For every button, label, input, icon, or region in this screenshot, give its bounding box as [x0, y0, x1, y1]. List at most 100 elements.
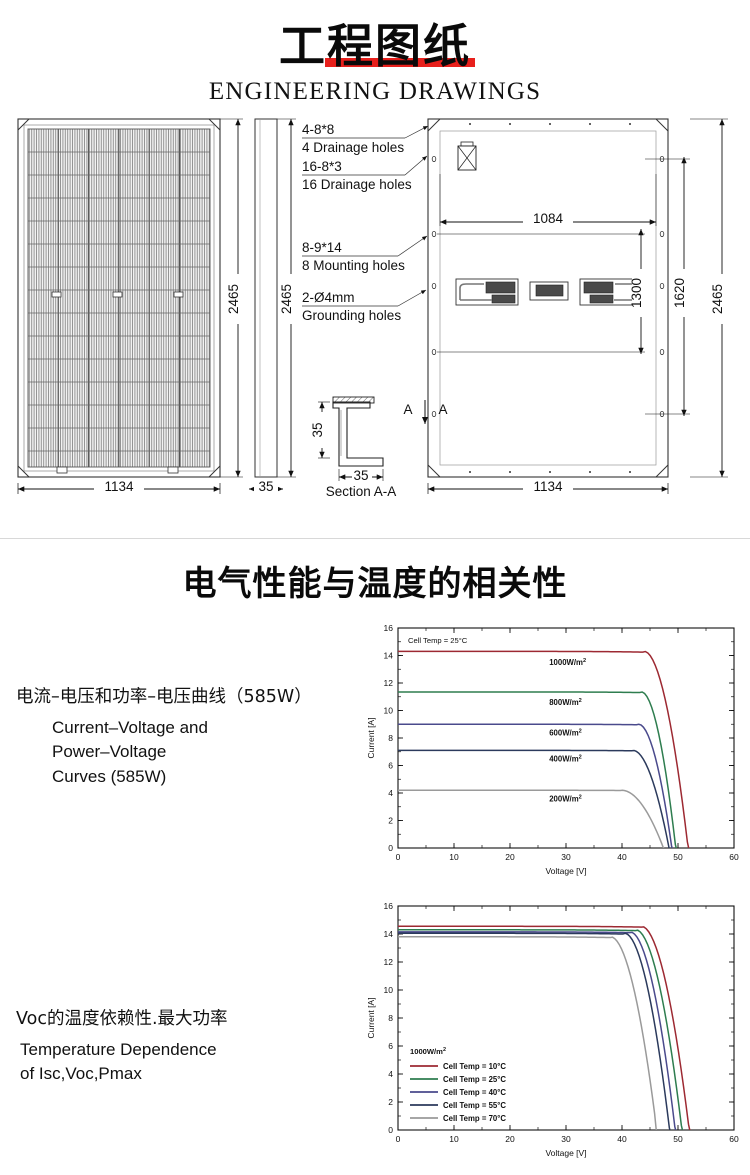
section2-title: 电气性能与温度的相关性 [182, 564, 568, 604]
annotation-code-3: 2-Ø4mm [302, 290, 355, 305]
page-header: 工程图纸 ENGINEERING DRAWINGS [0, 0, 750, 106]
dim-front-height: 2465 [220, 118, 247, 478]
chart-caption-2: Voc的温度依赖性.最大功率 Temperature Dependence of… [16, 1008, 356, 1087]
module-side-view [254, 118, 278, 478]
svg-text:30: 30 [561, 852, 571, 862]
svg-text:2: 2 [388, 816, 393, 826]
series-label-0: 1000W/m2 [549, 658, 586, 667]
plot-annotation: Cell Temp = 25°C [408, 636, 468, 645]
chart-caption-1: 电流–电压和功率–电压曲线（585W） Current–Voltage and … [16, 686, 356, 790]
annotation-drainage-4: 4-8*8 4 Drainage holes [302, 122, 429, 155]
svg-text:16: 16 [384, 901, 394, 911]
annotation-desc-2: 8 Mounting holes [302, 258, 405, 273]
module-front-view [17, 118, 221, 478]
axis-ticks [397, 627, 735, 849]
dim-side-thickness: 35 [249, 478, 283, 495]
chart-caption-2-cn: Voc的温度依赖性.最大功率 [16, 1009, 228, 1029]
dim-back-height: 2465 [690, 119, 731, 478]
dim-side-thickness-text: 35 [258, 479, 273, 494]
svg-text:0: 0 [388, 1125, 393, 1135]
legend-label-4: Cell Temp = 70°C [443, 1114, 506, 1123]
legend-label-1: Cell Temp = 25°C [443, 1075, 506, 1084]
svg-text:2: 2 [388, 1097, 393, 1107]
chart-caption-1-en: Current–Voltage and Power–Voltage Curves… [52, 717, 208, 786]
series-label-2: 600W/m2 [549, 728, 582, 737]
dim-mount-spacing: 1300 [437, 229, 650, 355]
curve-2 [398, 723, 673, 848]
page-title-cn: 工程图纸 [279, 22, 475, 70]
x-axis-label: Voltage [V] [545, 1148, 586, 1158]
dim-mount-outer: 1620 [645, 157, 693, 417]
series-label-3: 400W/m2 [549, 754, 582, 763]
svg-text:30: 30 [561, 1134, 571, 1144]
svg-text:20: 20 [505, 1134, 515, 1144]
dim-front-height-text: 2465 [226, 284, 241, 314]
module-back-view [427, 118, 669, 478]
svg-text:6: 6 [388, 761, 393, 771]
svg-text:20: 20 [505, 852, 515, 862]
svg-text:4: 4 [388, 788, 393, 798]
svg-text:50: 50 [673, 852, 683, 862]
plot-frame [397, 905, 735, 1131]
section-mark-a-right: A [438, 402, 447, 417]
dim-side-height: 2465 [277, 118, 300, 478]
svg-text:4: 4 [388, 1069, 393, 1079]
curve-4 [398, 936, 657, 1130]
svg-text:0: 0 [396, 1134, 401, 1144]
annotation-desc-3: Grounding holes [302, 308, 401, 323]
curve-1 [398, 929, 684, 1130]
svg-text:16: 16 [384, 623, 394, 633]
dim-back-height-text: 2465 [710, 284, 725, 314]
svg-text:14: 14 [384, 651, 394, 661]
annotation-code-2: 8-9*14 [302, 240, 342, 255]
dim-section-height-text: 35 [310, 423, 325, 438]
y-axis-label: Current [A] [366, 717, 376, 758]
annotation-desc-1: 16 Drainage holes [302, 177, 412, 192]
chart-block-iv-temperature: Voc的温度依赖性.最大功率 Temperature Dependence of… [0, 898, 750, 1172]
dim-front-width-text: 1134 [104, 479, 134, 494]
page-title-en: ENGINEERING DRAWINGS [208, 78, 542, 106]
chart-caption-1-cn: 电流–电压和功率–电压曲线（585W） [16, 687, 312, 707]
section-aa-detail: 35 35 Section A-A [310, 396, 396, 499]
dim-front-width: 1134 [17, 478, 221, 495]
dim-mount-outer-text: 1620 [672, 278, 687, 308]
annotation-code-0: 4-8*8 [302, 122, 334, 137]
svg-text:0: 0 [396, 852, 401, 862]
curves [398, 925, 691, 1130]
annotation-grounding: 2-Ø4mm Grounding holes [302, 289, 427, 323]
section-mark-a-left: A [403, 402, 412, 417]
legend-label-0: Cell Temp = 10°C [443, 1062, 506, 1071]
x-axis-label: Voltage [V] [545, 866, 586, 876]
svg-text:40: 40 [617, 852, 627, 862]
curve-0 [398, 650, 690, 848]
curves [398, 650, 690, 848]
svg-text:12: 12 [384, 678, 394, 688]
curve-2 [398, 931, 677, 1130]
annotation-drainage-16: 16-8*3 16 Drainage holes [302, 156, 428, 192]
curve-3 [398, 932, 671, 1130]
dim-back-width-text: 1134 [533, 479, 563, 494]
chart-caption-2-en: Temperature Dependence of Isc,Voc,Pmax [20, 1039, 217, 1084]
svg-text:50: 50 [673, 1134, 683, 1144]
legend-label-3: Cell Temp = 55°C [443, 1101, 506, 1110]
annotation-code-1: 16-8*3 [302, 159, 342, 174]
svg-text:6: 6 [388, 1041, 393, 1051]
nameplate-marker [457, 141, 477, 171]
plot-annotation: 1000W/m2 [410, 1047, 446, 1056]
series-label-4: 200W/m2 [549, 794, 582, 803]
legend-label-2: Cell Temp = 40°C [443, 1088, 506, 1097]
svg-text:60: 60 [729, 1134, 739, 1144]
svg-text:10: 10 [384, 706, 394, 716]
curve-1 [398, 691, 678, 848]
junction-box-left [455, 278, 519, 306]
dim-back-width: 1134 [427, 478, 669, 495]
svg-text:12: 12 [384, 957, 394, 967]
svg-text:8: 8 [388, 1013, 393, 1023]
svg-text:10: 10 [384, 985, 394, 995]
curve-3 [398, 749, 671, 848]
curve-0 [398, 925, 691, 1130]
